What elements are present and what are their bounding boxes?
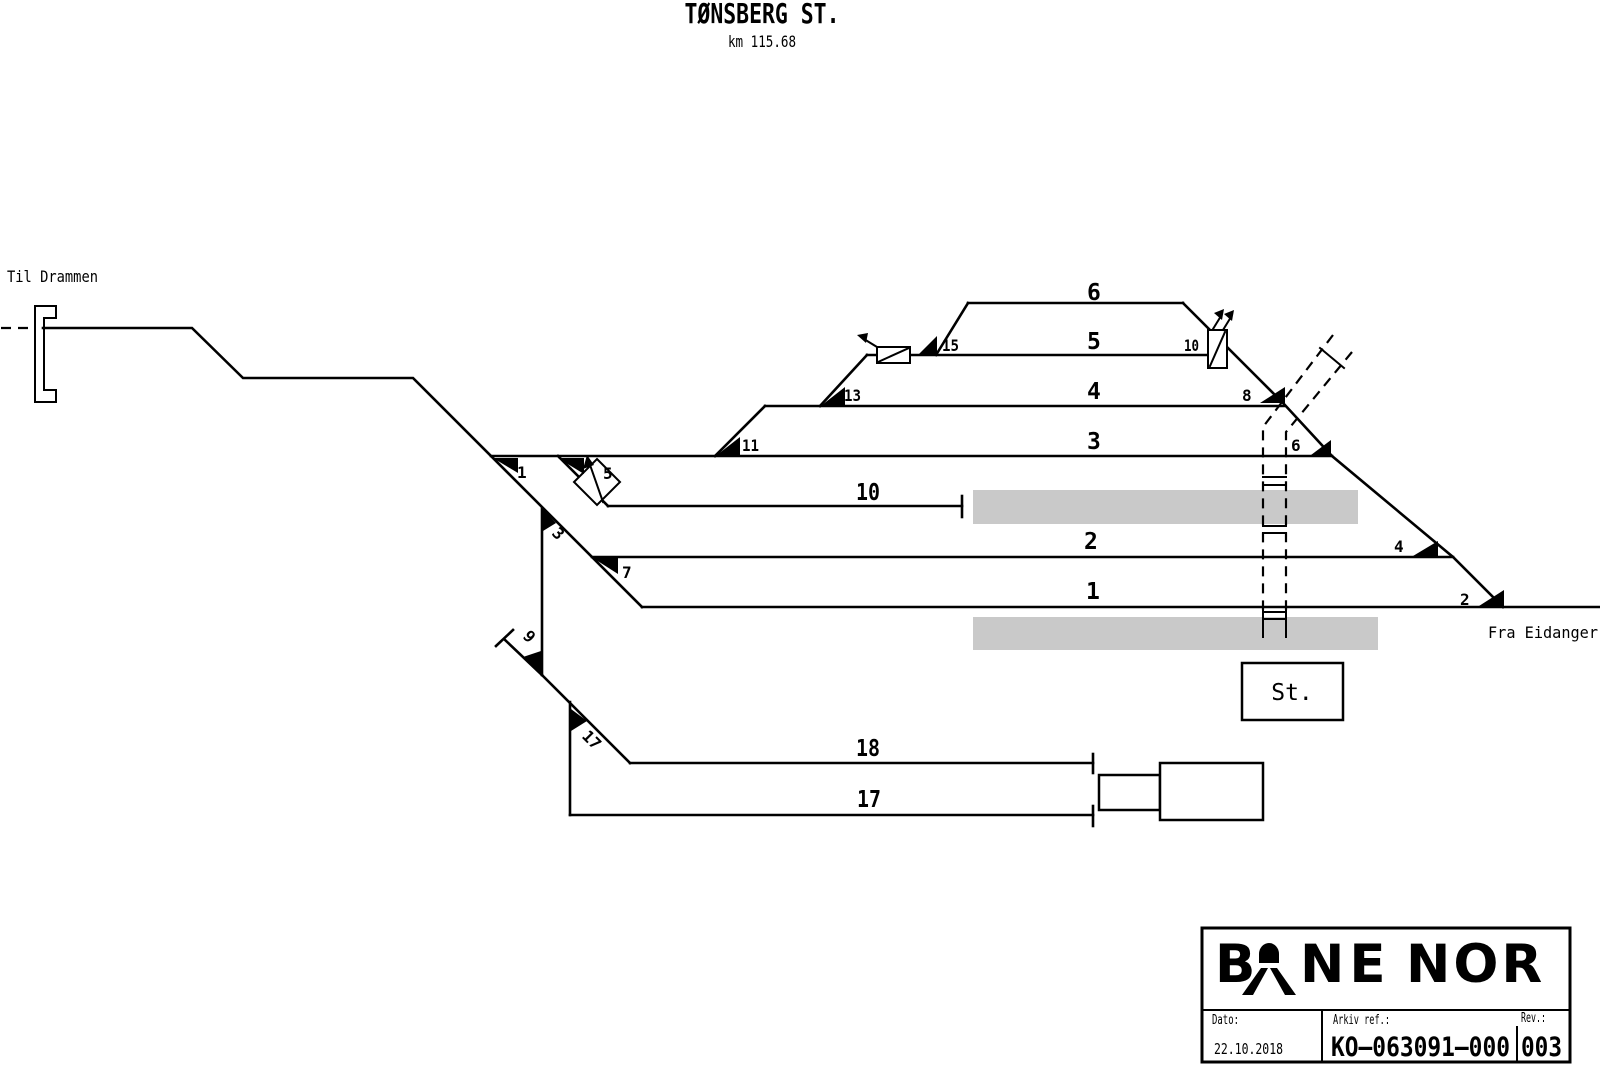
switch-11-label: 11 — [742, 436, 759, 455]
archive-ref-value: KO–063091–000 — [1331, 1032, 1510, 1063]
branch-switch-11 — [713, 404, 767, 458]
track-2-label: 2 — [1084, 529, 1098, 555]
date-label: Dato: — [1212, 1013, 1239, 1028]
switch-9-marker — [523, 651, 541, 674]
platform-upper — [973, 490, 1358, 524]
title-block: B NE NOR Dato: 22.10.2018 Arkiv ref.: KO… — [1200, 926, 1572, 1064]
switch-17-marker — [571, 709, 587, 731]
direction-label-east: Fra Eidanger — [1488, 623, 1598, 642]
platform-lower — [973, 617, 1378, 650]
switch-2-label: 2 — [1460, 590, 1470, 609]
crossing-path-line-east — [1284, 351, 1353, 610]
derailer-box-switch10-slash — [1208, 330, 1227, 368]
signal-arrow-head-track5 — [857, 333, 868, 343]
track-3-label: 3 — [1087, 429, 1101, 455]
yard-diagonal — [540, 673, 632, 765]
depot-building-small — [1097, 773, 1162, 812]
track-6-label: 6 — [1087, 280, 1101, 306]
switch-1-marker — [493, 458, 518, 473]
switch-6-label: 6 — [1291, 436, 1301, 455]
switch-17-label: 17 — [578, 726, 605, 753]
signal-arrow-shaft-track10 — [587, 460, 605, 504]
track-10-label: 10 — [856, 480, 880, 506]
branch-switch-13 — [818, 353, 869, 408]
branch-switch-15 — [934, 301, 970, 357]
logo-text-nor: NOR — [1406, 934, 1545, 995]
crossing-end-bar — [1318, 346, 1346, 370]
derailer-box-track5-slash — [876, 346, 911, 364]
signal-arrow-shaft-east-1 — [1211, 314, 1223, 331]
switch-5-label: 5 — [603, 464, 613, 483]
switch-8-label: 8 — [1242, 386, 1252, 405]
logo-a-figure-icon — [1242, 943, 1296, 995]
signal-arrow-shaft-east-2 — [1221, 315, 1233, 332]
switch-9-buffer-stop — [494, 628, 515, 648]
depot-building-large — [1158, 761, 1265, 822]
revision-label: Rev.: — [1521, 1011, 1546, 1026]
logo-a-left-leg — [1242, 968, 1268, 995]
switch-15-label: 15 — [942, 336, 959, 355]
station-building-label: St. — [1271, 680, 1313, 706]
switch-7-label: 7 — [622, 563, 632, 582]
main-line-west — [41, 326, 644, 609]
switch-7-marker — [593, 558, 618, 574]
direction-label-west: Til Drammen — [7, 267, 98, 286]
archive-ref-label: Arkiv ref.: — [1333, 1013, 1390, 1028]
logo-a-right-leg — [1270, 968, 1296, 995]
track-4-label: 4 — [1087, 379, 1101, 405]
switch-10-label: 10 — [1184, 336, 1199, 355]
switch-8-marker — [1260, 387, 1285, 403]
revision-value: 003 — [1521, 1032, 1562, 1063]
logo-a-head — [1259, 943, 1279, 963]
track-5-label: 5 — [1087, 329, 1101, 355]
signal-arrow-head-track10 — [583, 455, 594, 469]
switch-13-marker — [822, 387, 845, 405]
switch-6-marker — [1311, 440, 1331, 455]
switch-2-marker — [1479, 590, 1504, 606]
switch-3-label: 3 — [548, 523, 568, 543]
switch-4-marker — [1413, 541, 1438, 556]
track-17-label: 17 — [857, 787, 881, 813]
switch-13-label: 13 — [844, 386, 861, 405]
switch-1-label: 1 — [517, 463, 527, 482]
crossing-steps-middle — [1262, 525, 1287, 534]
switch-5-marker — [558, 458, 584, 474]
crossing-steps-lower — [1262, 611, 1287, 620]
crossing-path-line-west — [1261, 334, 1334, 610]
drawing-title: TØNSBERG ST. — [685, 0, 840, 30]
crossing-steps-upper — [1262, 476, 1287, 486]
main-line-east-diagonal — [1181, 301, 1505, 609]
switch-9-label: 9 — [519, 626, 539, 646]
drawing-km-position: km 115.68 — [728, 32, 796, 51]
switch-11-marker — [717, 437, 740, 455]
switch-15-marker — [919, 336, 937, 354]
logo-text-b: B — [1215, 934, 1255, 995]
switch-4-label: 4 — [1394, 537, 1404, 556]
bane-nor-logo: B NE NOR — [1215, 934, 1545, 995]
signal-arrow-head-east-2 — [1224, 310, 1234, 321]
switch-3-marker — [543, 509, 556, 531]
station-building-box — [1240, 661, 1345, 722]
signal-arrow-head-east-1 — [1214, 309, 1224, 320]
drawing-boundary-bracket — [34, 305, 57, 403]
logo-text-ne: NE — [1300, 934, 1391, 995]
track-1-label: 1 — [1086, 579, 1100, 605]
track-18-label: 18 — [856, 736, 880, 762]
date-value: 22.10.2018 — [1214, 1040, 1283, 1058]
